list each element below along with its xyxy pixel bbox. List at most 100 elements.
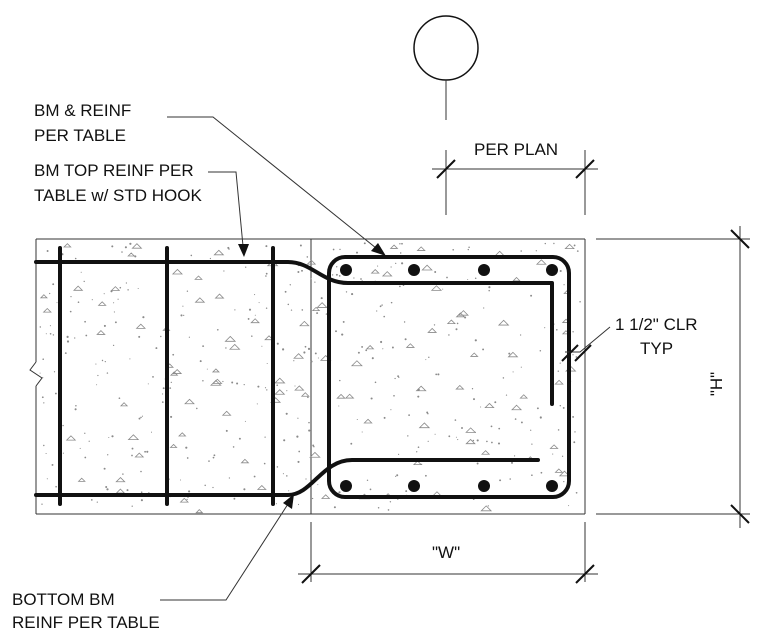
sand-speck	[397, 375, 400, 378]
sand-speck	[387, 509, 390, 511]
sand-speck	[131, 447, 134, 450]
sand-speck	[83, 280, 85, 283]
sand-speck	[169, 387, 172, 389]
sand-speck	[476, 462, 479, 465]
sand-speck	[520, 366, 522, 368]
sand-speck	[488, 286, 491, 289]
sand-speck	[152, 376, 154, 378]
aggregate-mark	[311, 306, 321, 312]
aggregate-mark	[229, 343, 241, 350]
aggregate-mark	[115, 488, 126, 494]
sand-speck	[519, 334, 522, 336]
sand-speck	[425, 359, 427, 361]
sand-speck	[530, 294, 533, 297]
sand-speck	[335, 330, 337, 333]
sand-speck	[243, 383, 245, 386]
sand-speck	[103, 324, 106, 327]
sand-speck	[66, 335, 69, 338]
aggregate-mark	[316, 302, 328, 308]
sand-speck	[467, 248, 469, 251]
sand-speck	[253, 475, 256, 478]
sand-speck	[310, 360, 313, 363]
aggregate-mark	[172, 369, 183, 374]
sand-speck	[96, 501, 98, 503]
sand-speck	[108, 436, 110, 439]
aggregate-mark	[421, 264, 433, 271]
sand-speck	[390, 301, 393, 304]
sand-speck	[390, 266, 392, 268]
sand-speck	[140, 416, 142, 419]
sand-speck	[339, 248, 341, 251]
bm-reinf-leader	[167, 116, 377, 249]
sand-speck	[297, 271, 300, 273]
sand-speck	[303, 351, 306, 354]
sand-speck	[266, 362, 268, 365]
aggregate-mark	[457, 310, 469, 316]
sand-speck	[265, 275, 267, 277]
bottom-rebar-dots	[340, 480, 558, 492]
sand-speck	[106, 488, 109, 491]
sand-speck	[134, 255, 137, 258]
sand-speck	[79, 447, 81, 449]
sand-speck	[85, 334, 88, 337]
sand-speck	[512, 371, 514, 373]
sand-speck	[182, 305, 184, 307]
aggregate-mark	[97, 301, 107, 306]
aggregate-mark	[135, 323, 146, 329]
sand-speck	[103, 293, 105, 295]
sand-speck	[74, 337, 76, 339]
sand-speck	[531, 443, 533, 445]
sand-speck	[316, 312, 319, 315]
sand-speck	[314, 281, 316, 283]
sand-speck	[426, 411, 429, 414]
sand-speck	[41, 376, 44, 379]
sand-speck	[84, 432, 86, 434]
aggregate-mark	[416, 246, 426, 251]
sand-speck	[366, 479, 369, 481]
sand-speck	[579, 300, 581, 303]
aggregate-mark	[497, 319, 510, 326]
sand-speck	[408, 414, 410, 416]
sand-speck	[251, 335, 253, 337]
aggregate-mark	[564, 243, 575, 250]
aggregate-mark	[427, 327, 438, 333]
sand-speck	[297, 503, 300, 506]
sand-speck	[56, 302, 58, 304]
sand-speck	[455, 328, 458, 331]
top-reinf-label-line1: BM TOP REINF PER	[34, 161, 194, 180]
sand-speck	[155, 347, 158, 350]
sand-speck	[70, 295, 72, 298]
sand-speck	[490, 425, 493, 428]
sand-speck	[559, 269, 562, 273]
sand-speck	[379, 305, 382, 308]
aggregate-mark	[119, 402, 129, 407]
aggregate-mark	[469, 352, 479, 357]
bm-reinf-label-line2: PER TABLE	[34, 126, 126, 145]
sand-speck	[180, 314, 183, 317]
sand-speck	[339, 379, 341, 382]
sand-speck	[345, 291, 348, 293]
sand-speck	[160, 335, 162, 338]
aggregate-mark	[42, 307, 52, 313]
sand-speck	[265, 245, 268, 248]
sand-speck	[468, 246, 470, 248]
sand-speck	[428, 356, 430, 359]
sand-speck	[190, 254, 193, 257]
sand-speck	[264, 436, 266, 438]
sand-speck	[342, 320, 345, 323]
sand-speck	[333, 506, 336, 509]
sand-speck	[416, 451, 418, 453]
sand-speck	[562, 406, 565, 409]
sand-speck	[243, 488, 246, 491]
sand-speck	[138, 335, 141, 338]
sand-speck	[170, 381, 172, 384]
aggregate-mark	[480, 505, 493, 512]
sand-speck	[256, 403, 258, 405]
w-dim-label: "W"	[432, 543, 460, 562]
sand-speck	[338, 405, 340, 407]
aggregate-mark	[309, 451, 321, 458]
sand-speck	[96, 384, 98, 386]
aggregate-mark	[274, 377, 286, 384]
h-tick-bottom	[730, 504, 750, 524]
sand-speck	[296, 435, 299, 438]
